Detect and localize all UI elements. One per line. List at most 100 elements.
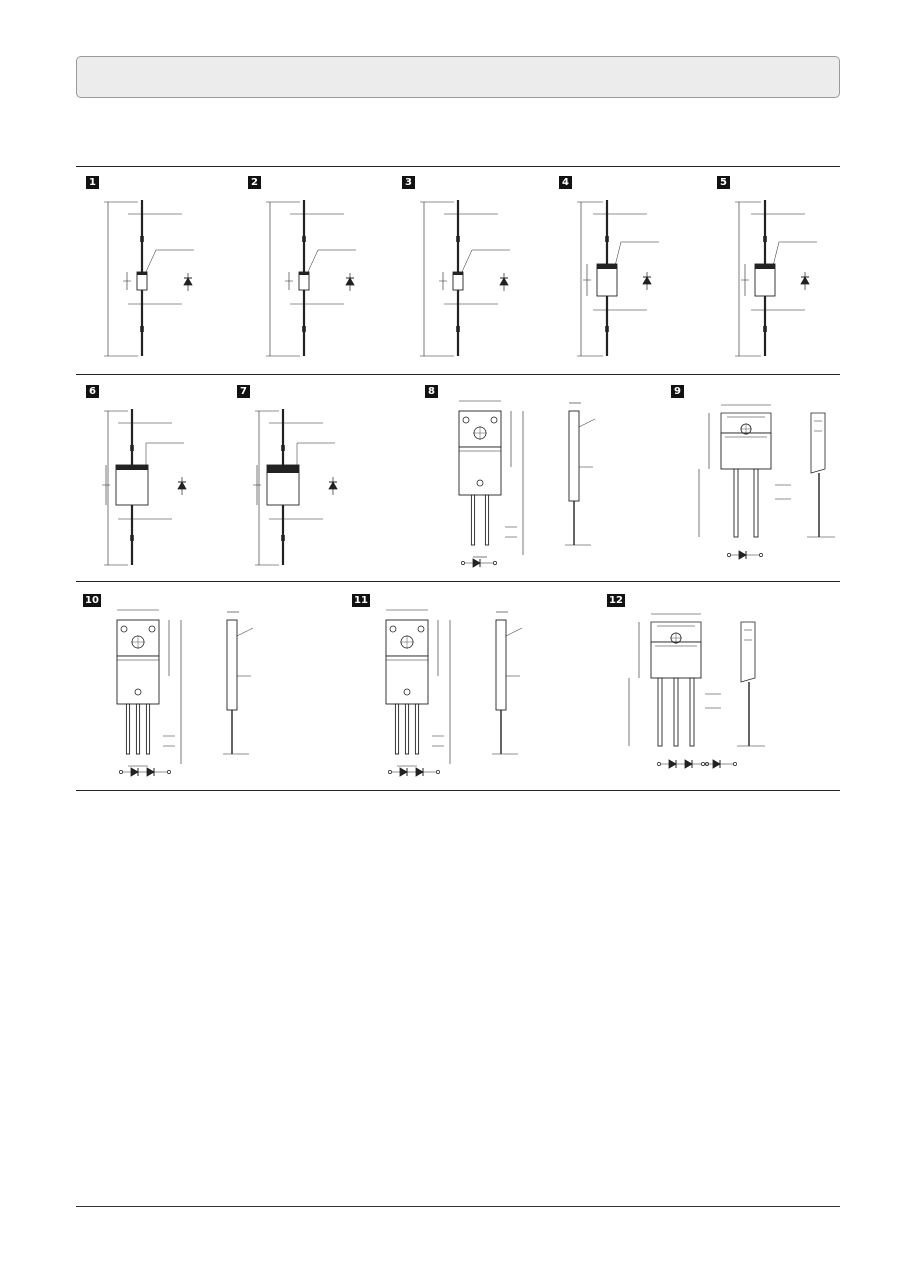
package-body [458, 446, 502, 496]
diode-symbol [415, 767, 424, 777]
lead [689, 677, 695, 747]
package-number: 3 [402, 176, 415, 189]
lead [145, 703, 151, 755]
outline-drawing [102, 409, 187, 566]
lead [753, 468, 759, 538]
package-cell: 11 [352, 594, 592, 786]
ejector-mark [389, 625, 397, 633]
package-number: 4 [559, 176, 572, 189]
package-number: 7 [237, 385, 250, 398]
cathode-band [267, 465, 299, 473]
lead [657, 677, 663, 747]
ejector-mark [417, 625, 425, 633]
terminal-dot [461, 561, 465, 565]
terminal-dot [436, 770, 440, 774]
lead [733, 468, 739, 538]
terminal-dot [727, 553, 731, 557]
terminal-dot [701, 762, 705, 766]
outline-drawing [104, 200, 194, 357]
package-number: 6 [86, 385, 99, 398]
row-rule-2 [76, 581, 840, 582]
terminal-dot [493, 561, 497, 565]
outline-drawing [385, 609, 523, 777]
side-view-body [495, 619, 507, 711]
lead [135, 703, 141, 755]
package-body [116, 655, 160, 705]
package-number: 12 [607, 594, 625, 607]
package-number: 11 [352, 594, 370, 607]
diode-symbol [684, 759, 693, 769]
side-view-body [810, 412, 826, 474]
lead [484, 494, 490, 546]
package-cell: 2 [248, 176, 398, 366]
leader-line [144, 249, 157, 275]
outline-drawing [577, 200, 659, 357]
outline-drawing [458, 400, 596, 568]
outline-drawing [266, 200, 356, 357]
package-body [385, 655, 429, 705]
cathode-band [453, 272, 463, 275]
ejector-mark [148, 625, 156, 633]
cathode-band [116, 465, 148, 470]
outline-drawing [735, 200, 817, 357]
lead [404, 703, 410, 755]
leader-line [460, 249, 473, 275]
row-rule-bottom [76, 790, 840, 791]
outline-drawing [420, 200, 510, 357]
package-number: 9 [671, 385, 684, 398]
package-cell: 5 [717, 176, 847, 366]
package-cell: 7 [237, 385, 387, 575]
package-body [650, 641, 702, 679]
package-number: 8 [425, 385, 438, 398]
outline-drawing [116, 609, 254, 777]
lead [673, 677, 679, 747]
diode-symbol [399, 767, 408, 777]
ejector-mark [490, 416, 498, 424]
package-cell: 4 [559, 176, 709, 366]
outline-drawing [253, 409, 338, 566]
leader-line [306, 249, 319, 275]
ejector-mark [462, 416, 470, 424]
terminal-dot [119, 770, 123, 774]
side-view-body [740, 621, 756, 683]
package-cell: 10 [83, 594, 323, 786]
diode-symbol [130, 767, 139, 777]
diode-body [115, 464, 149, 506]
lead [394, 703, 400, 755]
leader-line [236, 627, 254, 637]
row-rule-top [76, 166, 840, 167]
terminal-dot [733, 762, 737, 766]
terminal-dot [657, 762, 661, 766]
leader-line [505, 627, 523, 637]
diode-symbol [472, 558, 481, 568]
diode-symbol [668, 759, 677, 769]
package-cell: 9 [671, 385, 841, 575]
leader-line [614, 241, 622, 267]
cathode-band [137, 272, 147, 275]
ejector-mark [403, 688, 411, 696]
package-cell: 6 [86, 385, 236, 575]
terminal-dot [759, 553, 763, 557]
lead [414, 703, 420, 755]
outline-drawing [698, 404, 835, 560]
terminal-dot [388, 770, 392, 774]
cathode-band [299, 272, 309, 275]
diode-symbol [712, 759, 721, 769]
cathode-band [597, 264, 617, 269]
package-cell: 1 [86, 176, 236, 366]
footer-rule [76, 1206, 840, 1207]
side-view-body [568, 410, 580, 502]
outline-drawing [628, 613, 765, 769]
package-cell: 12 [607, 594, 841, 786]
ejector-mark [134, 688, 142, 696]
ejector-mark [120, 625, 128, 633]
side-view-body [226, 619, 238, 711]
lead [125, 703, 131, 755]
package-number: 10 [83, 594, 101, 607]
diode-symbol [738, 550, 747, 560]
package-cell: 3 [402, 176, 552, 366]
cathode-band [755, 264, 775, 269]
package-number: 5 [717, 176, 730, 189]
ejector-mark [476, 479, 484, 487]
package-cell: 8 [425, 385, 645, 575]
